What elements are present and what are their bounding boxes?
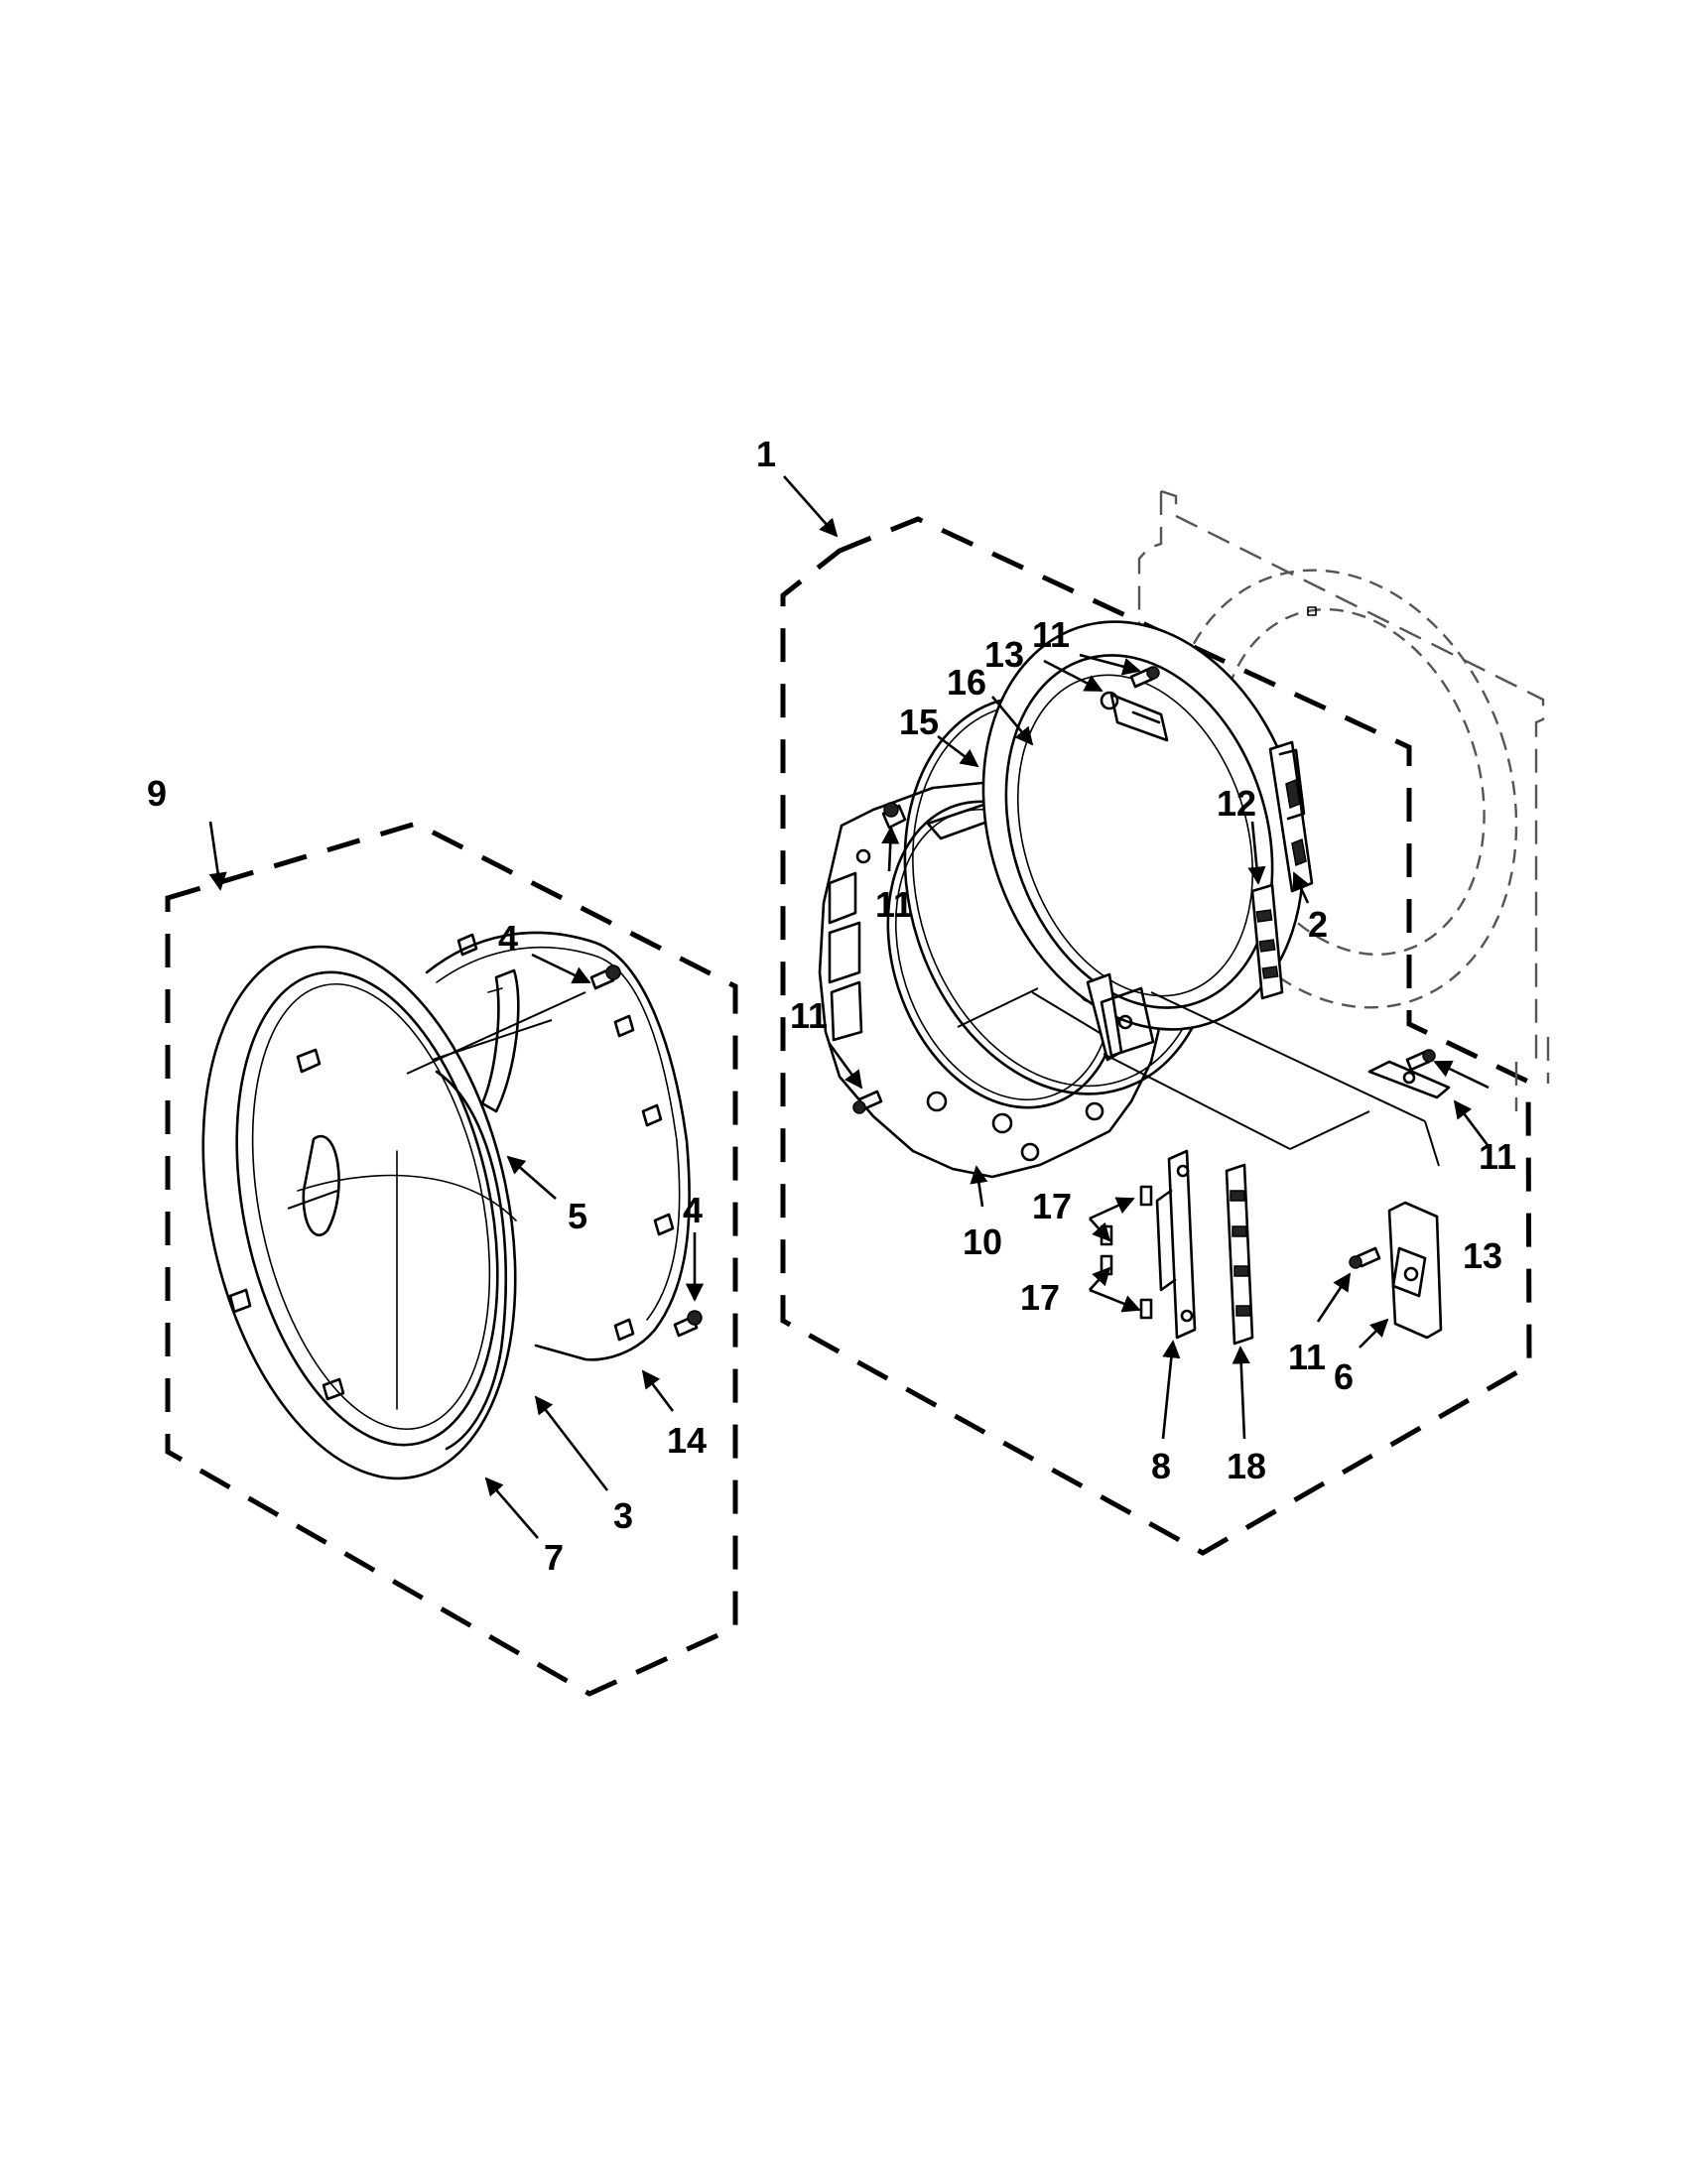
callout-16: 16	[947, 662, 986, 703]
door-shell-16	[981, 620, 1305, 1031]
callout-11-left: 11	[790, 995, 828, 1036]
screw-11-lower-right	[1349, 1246, 1381, 1269]
callout-15: 15	[899, 702, 939, 742]
callout-7: 7	[544, 1537, 564, 1578]
callout-5: 5	[568, 1196, 587, 1236]
hinge-shim-18	[1225, 1163, 1254, 1346]
latch-strike-2	[1268, 740, 1314, 893]
door-glass-3	[297, 1070, 517, 1451]
callout-11-right: 11	[1479, 1136, 1516, 1177]
screw-11-right	[1405, 1049, 1436, 1072]
door-handle-5	[480, 968, 520, 1113]
kit-outline-9	[165, 821, 738, 1697]
screw-11-left	[852, 1090, 883, 1114]
callout-8: 8	[1151, 1446, 1171, 1486]
callout-11-upper-left: 11	[875, 884, 913, 925]
callout-14: 14	[667, 1420, 707, 1461]
screw-4-top	[589, 964, 621, 990]
callout-11-top: 11	[1032, 614, 1070, 655]
screw-4-right	[673, 1310, 703, 1338]
callout-4-right: 4	[683, 1190, 703, 1230]
callout-labels: 1 2 3 4 4 5 6 7 8 9 10 11 11 11 11 11 12…	[147, 434, 1516, 1578]
door-hinge-8	[1155, 1149, 1197, 1340]
callout-9: 9	[147, 773, 167, 814]
screw-11-top	[1129, 666, 1160, 689]
outer-door-7	[201, 945, 517, 1480]
hinge-bracket-13-bottom	[1367, 1060, 1451, 1099]
inner-door-14	[425, 931, 691, 1361]
callout-17-bottom: 17	[1020, 1277, 1060, 1318]
callout-leaders	[208, 475, 1492, 1539]
callout-1: 1	[756, 434, 776, 474]
callout-13-bottom: 13	[1463, 1235, 1502, 1276]
callout-2: 2	[1308, 904, 1328, 945]
hinge-bracket-13-top	[1100, 691, 1169, 742]
door-latch-12	[1250, 883, 1284, 1000]
assembly-guide-lines-9	[287, 991, 586, 1210]
callout-12: 12	[1217, 783, 1256, 824]
callout-10: 10	[963, 1221, 1002, 1262]
callout-11-lower-right: 11	[1288, 1337, 1326, 1377]
callout-6: 6	[1334, 1356, 1354, 1397]
callout-13-top: 13	[984, 634, 1024, 675]
latch-cover-6	[1387, 1201, 1443, 1340]
assembly-guide-lines	[957, 987, 1440, 1167]
callout-17-top: 17	[1032, 1186, 1072, 1226]
screw-11-upper-left	[881, 802, 907, 830]
callout-3: 3	[613, 1495, 633, 1536]
callout-4-top: 4	[498, 918, 518, 959]
callout-18: 18	[1227, 1446, 1266, 1486]
